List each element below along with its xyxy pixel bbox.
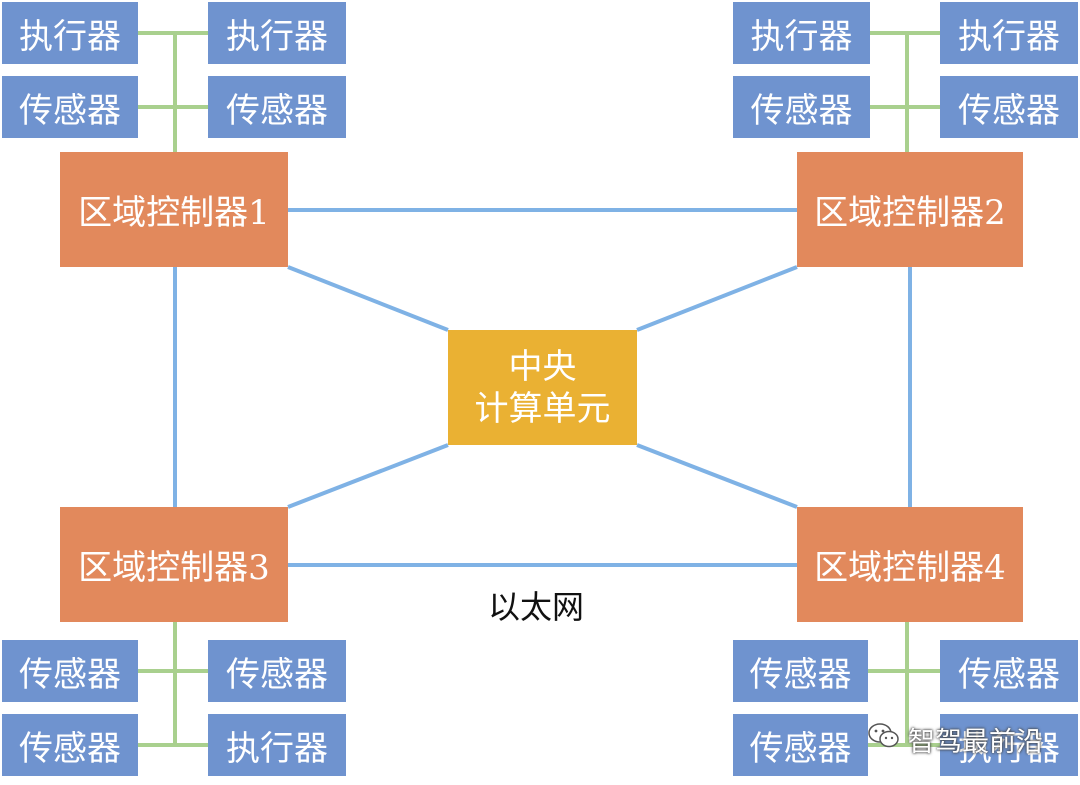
zone2-device-sensor-left: 传感器 (733, 76, 870, 138)
link-z4-center (636, 443, 798, 509)
central-compute-line1: 中央 (508, 346, 577, 387)
zone2-device-actuator-right: 执行器 (940, 2, 1078, 64)
zone4-device-sensor-bottom-left: 传感器 (733, 714, 868, 776)
zone3-device-sensor-bottom-left: 传感器 (2, 714, 138, 776)
zone1-device-sensor-right: 传感器 (208, 76, 346, 138)
central-compute-line2: 计算单元 (474, 388, 611, 429)
wechat-icon (868, 722, 900, 757)
zone-controller-3: 区域控制器3 (60, 507, 288, 622)
zone3-device-sensor-top-left: 传感器 (2, 640, 138, 702)
zone4-device-actuator-bottom-right: 执行器 (940, 714, 1078, 776)
zone-controller-1: 区域控制器1 (60, 152, 288, 267)
zone1-device-sensor-left: 传感器 (2, 76, 138, 138)
zone1-device-actuator-left: 执行器 (2, 2, 138, 64)
zone2-device-sensor-right: 传感器 (940, 76, 1078, 138)
zone1-device-actuator-right: 执行器 (208, 2, 346, 64)
link-z3-center (287, 443, 449, 509)
central-compute-unit: 中央 计算单元 (448, 330, 637, 445)
watermark: 智驾最前沿 (868, 720, 1043, 759)
link-z1-center (287, 265, 449, 332)
zone-controller-2: 区域控制器2 (797, 152, 1023, 267)
zone-controller-4: 区域控制器4 (797, 507, 1023, 622)
zone2-device-actuator-left: 执行器 (733, 2, 870, 64)
zone3-device-sensor-top-right: 传感器 (208, 640, 346, 702)
watermark-text: 智驾最前沿 (908, 727, 1043, 758)
link-z2-center (636, 265, 798, 332)
ethernet-label: 以太网 (488, 588, 585, 626)
zone4-device-sensor-top-left: 传感器 (733, 640, 868, 702)
zone4-device-sensor-top-right: 传感器 (940, 640, 1078, 702)
zone3-device-actuator-bottom-right: 执行器 (208, 714, 346, 776)
